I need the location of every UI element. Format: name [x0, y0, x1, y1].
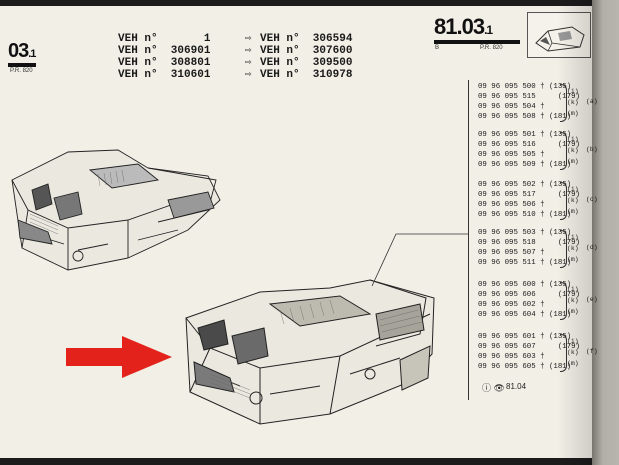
part-number-line: 09 96 095 506 †	[478, 201, 545, 209]
part-number-line: 09 96 095 517 (179)	[478, 191, 581, 199]
variant-code: (k)	[567, 99, 579, 106]
title-bar	[434, 40, 520, 44]
variant-code: (m)	[567, 208, 579, 215]
part-number-line: 09 96 095 508 † (181)	[478, 113, 572, 121]
group-brace	[560, 282, 567, 320]
variant-code: (i)	[567, 338, 579, 345]
part-number-line: 09 96 095 511 † (181)	[478, 259, 572, 267]
part-number-line: 09 96 095 604 † (181)	[478, 311, 572, 319]
part-number-line: 09 96 095 518 (179)	[478, 239, 581, 247]
variant-code: (k)	[567, 147, 579, 154]
red-arrow-icon	[66, 336, 172, 378]
part-number-line: 09 96 095 507 †	[478, 249, 545, 257]
part-number-line: 09 96 095 501 † (135)	[478, 131, 572, 139]
part-number-line: 09 96 095 601 † (135)	[478, 333, 572, 341]
variant-code: (k)	[567, 197, 579, 204]
arrow-shape	[66, 336, 172, 378]
part-number-line: 09 96 095 516 (179)	[478, 141, 581, 149]
part-number-line: 09 96 095 500 † (135)	[478, 83, 572, 91]
eye-icon: ⓘ 👁	[482, 383, 505, 393]
part-number-line: 09 96 095 510 † (181)	[478, 211, 572, 219]
arrow-right-icon: ⇨	[244, 69, 252, 81]
variant-code: (m)	[567, 158, 579, 165]
part-number-line: 09 96 095 515 (179)	[478, 93, 581, 101]
variant-code: (m)	[567, 308, 579, 315]
variant-code: (k)	[567, 297, 579, 304]
veh-row: VEH n° 308801⇨VEH n° 309500	[118, 57, 353, 69]
group-code: (e)	[586, 296, 598, 303]
title-sub-pr: P.R. 820	[480, 45, 503, 51]
group-code: (c)	[586, 196, 598, 203]
variant-code: (i)	[567, 136, 579, 143]
arrow-right-icon: ⇨	[244, 45, 252, 57]
leader-line	[371, 233, 468, 287]
variant-code: (m)	[567, 360, 579, 367]
variant-code: (k)	[567, 349, 579, 356]
car-body-drawing-main	[185, 279, 435, 425]
part-number-line: 09 96 095 600 † (135)	[478, 281, 572, 289]
variant-code: (i)	[567, 186, 579, 193]
veh-row: VEH n° 1⇨VEH n° 306594	[118, 33, 353, 45]
group-brace	[560, 182, 567, 220]
veh-range-table: VEH n° 1⇨VEH n° 306594 VEH n° 306901⇨VEH…	[118, 33, 352, 81]
thumbnail-diagram	[527, 12, 591, 58]
group-code: (a)	[586, 98, 598, 105]
group-brace	[560, 84, 567, 122]
arrow-right-icon: ⇨	[244, 57, 252, 69]
part-number-line: 09 96 095 607 (179)	[478, 343, 581, 351]
part-number-line: 09 96 095 606 (179)	[478, 291, 581, 299]
parts-list-frame	[468, 80, 599, 400]
page-title: 81.03.1	[434, 14, 493, 39]
footer-ref: 81.04	[506, 382, 527, 391]
title-sub-b: B	[435, 45, 440, 51]
variant-code: (i)	[567, 234, 579, 241]
variant-code: (k)	[567, 245, 579, 252]
left-page-ref: 03.1	[8, 40, 36, 62]
part-number-line: 09 96 095 603 †	[478, 353, 545, 361]
part-number-line: 09 96 095 509 † (181)	[478, 161, 572, 169]
part-number-line: 09 96 095 605 † (181)	[478, 363, 572, 371]
group-brace	[560, 334, 567, 372]
car-body-drawing-small	[11, 149, 221, 271]
part-number-line: 09 96 095 504 †	[478, 103, 545, 111]
variant-code: (m)	[567, 256, 579, 263]
part-number-line: 09 96 095 505 †	[478, 151, 545, 159]
part-number-line: 09 96 095 503 † (135)	[478, 229, 572, 237]
page-fold	[592, 0, 619, 465]
part-number-line: 09 96 095 602 †	[478, 301, 545, 309]
left-ref-sub: P.R. 820	[10, 68, 33, 74]
group-code: (d)	[586, 244, 598, 251]
group-brace	[560, 132, 567, 170]
part-number-line: 09 96 095 502 † (135)	[478, 181, 572, 189]
variant-code: (i)	[567, 88, 579, 95]
variant-code: (i)	[567, 286, 579, 293]
arrow-right-icon: ⇨	[244, 33, 252, 45]
group-brace	[560, 230, 567, 268]
group-code: (f)	[586, 348, 598, 355]
veh-row: VEH n° 310601⇨VEH n° 310978	[118, 69, 353, 81]
left-ref-bar	[8, 63, 36, 67]
veh-row: VEH n° 306901⇨VEH n° 307600	[118, 45, 353, 57]
group-code: (b)	[586, 146, 598, 153]
variant-code: (m)	[567, 110, 579, 117]
